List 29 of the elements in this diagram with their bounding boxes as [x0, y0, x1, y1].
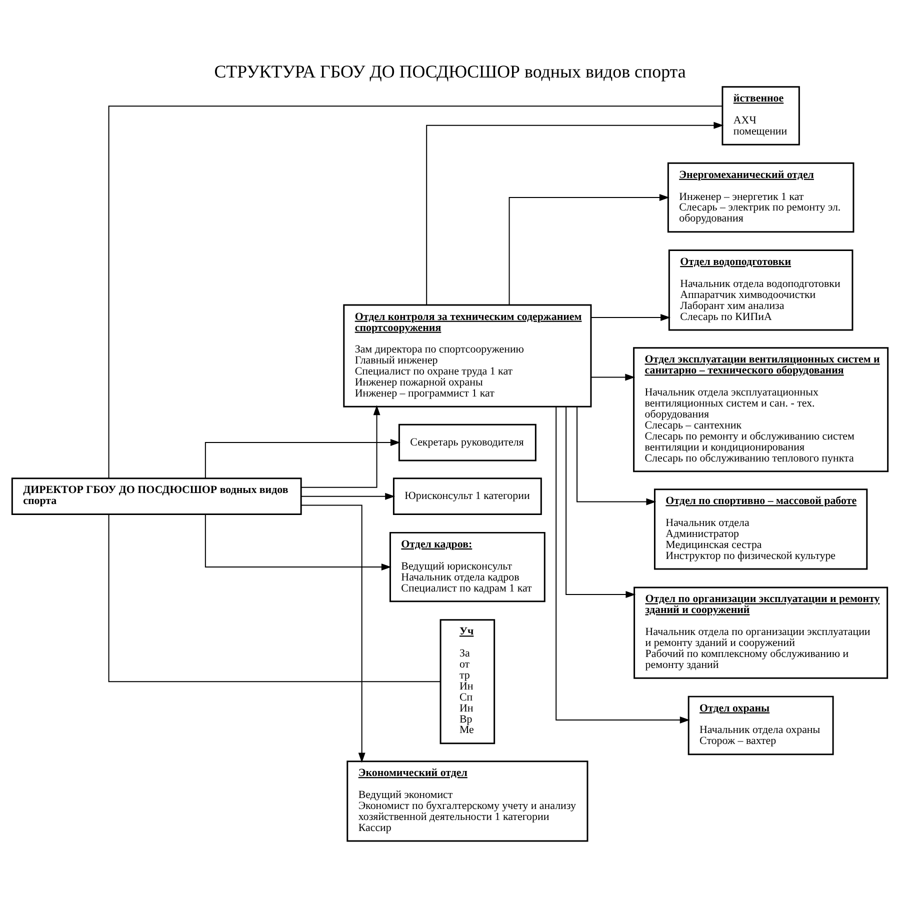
- connector: [108, 514, 441, 682]
- arrow: [300, 504, 366, 763]
- node-box: Энергомеханический отдел Инженер – энергетик 1 кат Слесарь – электрик по ремонту эл. оборудования: [667, 162, 854, 233]
- node-box: Отдел контроля за техническим содержанием спортсооружения Зам директора по спортсооружению Главный инженер Специалист по охране труда 1 кат Инженер пожарной охраны Инженер – программист 1 кат: [343, 304, 592, 408]
- node-box: йственное АХЧ помещении: [722, 86, 800, 146]
- node-box: Уч За от тр Ин Сп Ин Вр Ме: [440, 619, 496, 744]
- node-box: Отдел водоподготовки Начальник отдела водоподготовки Аппаратчик химводоочистки Лаборант хим анализа Слесарь по КИПиА: [668, 250, 854, 331]
- node-box: Экономический отдел Ведущий экономист Экономист по бухгалтерскому учету и анализу хозяйственной деятельности 1 категории Кассир: [346, 760, 588, 842]
- arrow: [300, 405, 380, 488]
- arrow: [590, 374, 636, 381]
- arrow: [590, 314, 671, 321]
- diagram-title: СТРУКТУРА ГБОУ ДО ПОСДЮСШОР водных видов спорта: [214, 61, 686, 82]
- node-box: Секретарь руководителя: [398, 424, 536, 462]
- node-box: Отдел охраны Начальник отдела охраны Сторож – вахтер: [688, 696, 834, 756]
- node-box: Отдел по организации эксплуатации и ремонту зданий и сооружений Начальник отдела по организации эксплуатации и ремонту зданий и сооружений Рабочий по комплексному обслуживанию и ремонту зданий: [634, 586, 888, 679]
- arrow: [204, 439, 400, 479]
- node-box: Отдел эксплуатации вентиляционных систем и санитарно – технического оборудования Начальник отдела эксплуатационных вентиляционных систем и сан. - тех. оборудования Слесарь – сантехник Слесарь по ремонту и обслуживанию систем вентиляции и кондиционирования Слесарь по обслуживанию теплового пункта: [633, 347, 889, 472]
- arrow: [566, 406, 636, 598]
- arrow: [204, 514, 392, 571]
- arrow: [300, 492, 396, 500]
- connector: [108, 106, 722, 479]
- node-box: Отдел кадров: Ведущий юрисконсульт Начальник отдела кадров Специалист по кадрам 1 кат: [389, 532, 546, 602]
- node-box: Юрисконсульт 1 категории: [392, 478, 542, 515]
- arrow: [556, 406, 690, 724]
- node-box: Отдел по спортивно – массовой работе Начальник отдела Администратор Медицинская сестра Инструктор по физической культуре: [654, 488, 868, 570]
- arrow: [508, 194, 670, 306]
- arrow: [426, 122, 724, 306]
- node-box: ДИРЕКТОР ГБОУ ДО ПОСДЮСШОР водных видов спорта: [11, 478, 302, 515]
- arrow: [576, 406, 656, 506]
